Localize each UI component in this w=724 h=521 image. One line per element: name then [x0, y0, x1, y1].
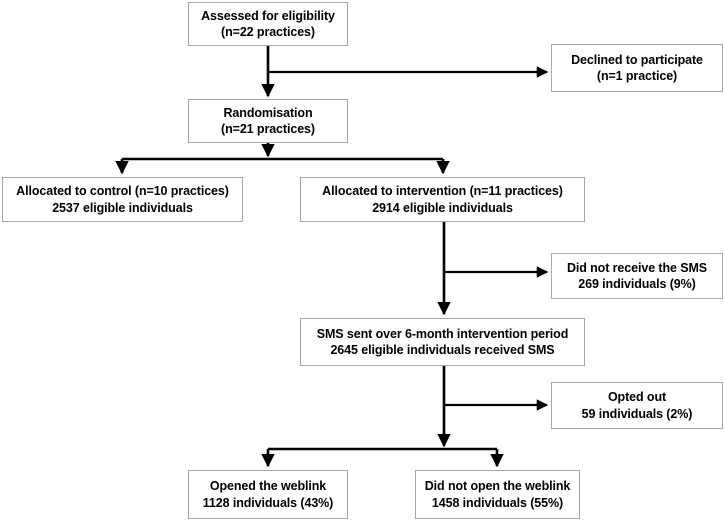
edge-randomisation-split	[115, 143, 450, 175]
node-line-2: 1128 individuals (43%)	[202, 495, 334, 510]
node-line-2: (n=21 practices)	[221, 122, 315, 136]
node-line-2: (n=22 practices)	[221, 25, 315, 39]
node-did-not-receive-sms[interactable]: Did not receive the SMS 269 individuals …	[551, 253, 723, 299]
node-declined-to-participate[interactable]: Declined to participate (n=1 practice)	[551, 44, 723, 92]
node-opted-out[interactable]: Opted out 59 individuals (2%)	[551, 382, 723, 429]
node-line-1: Opted out	[607, 390, 667, 404]
node-line-1: Assessed for eligibility	[201, 8, 335, 23]
node-assessed-for-eligibility[interactable]: Assessed for eligibility (n=22 practices…	[188, 2, 348, 46]
node-randomisation[interactable]: Randomisation (n=21 practices)	[188, 99, 348, 143]
node-line-2: 1458 individuals (55%)	[431, 495, 564, 510]
node-line-1: Allocated to intervention (n=11 practice…	[322, 184, 563, 198]
node-allocated-to-control[interactable]: Allocated to control (n=10 practices) 25…	[2, 177, 243, 222]
node-line-1: Did not open the weblink	[424, 479, 571, 493]
node-line-1: Randomisation	[223, 105, 313, 120]
node-line-1: SMS sent over 6-month intervention perio…	[316, 326, 569, 341]
node-line-2: 269 individuals (9%)	[578, 277, 696, 291]
node-line-2: 2645 eligible individuals received SMS	[330, 343, 555, 357]
node-line-2: 59 individuals (2%)	[581, 406, 693, 421]
node-line-1: Declined to participate	[571, 52, 703, 67]
node-sms-sent[interactable]: SMS sent over 6-month intervention perio…	[300, 318, 585, 366]
node-line-2: (n=1 practice)	[596, 69, 678, 83]
node-allocated-to-intervention[interactable]: Allocated to intervention (n=11 practice…	[300, 177, 585, 222]
edge-sms-sent-split	[261, 366, 504, 468]
node-opened-the-weblink[interactable]: Opened the weblink 1128 individuals (43%…	[188, 470, 348, 519]
node-did-not-open-the-weblink[interactable]: Did not open the weblink 1458 individual…	[415, 470, 580, 519]
node-line-1: Did not receive the SMS	[566, 260, 708, 275]
node-line-1: Opened the weblink	[209, 479, 327, 493]
node-line-1: Allocated to control (n=10 practices)	[16, 184, 229, 198]
node-line-2: 2537 eligible individuals	[52, 200, 193, 215]
node-line-2: 2914 eligible individuals	[372, 200, 513, 215]
